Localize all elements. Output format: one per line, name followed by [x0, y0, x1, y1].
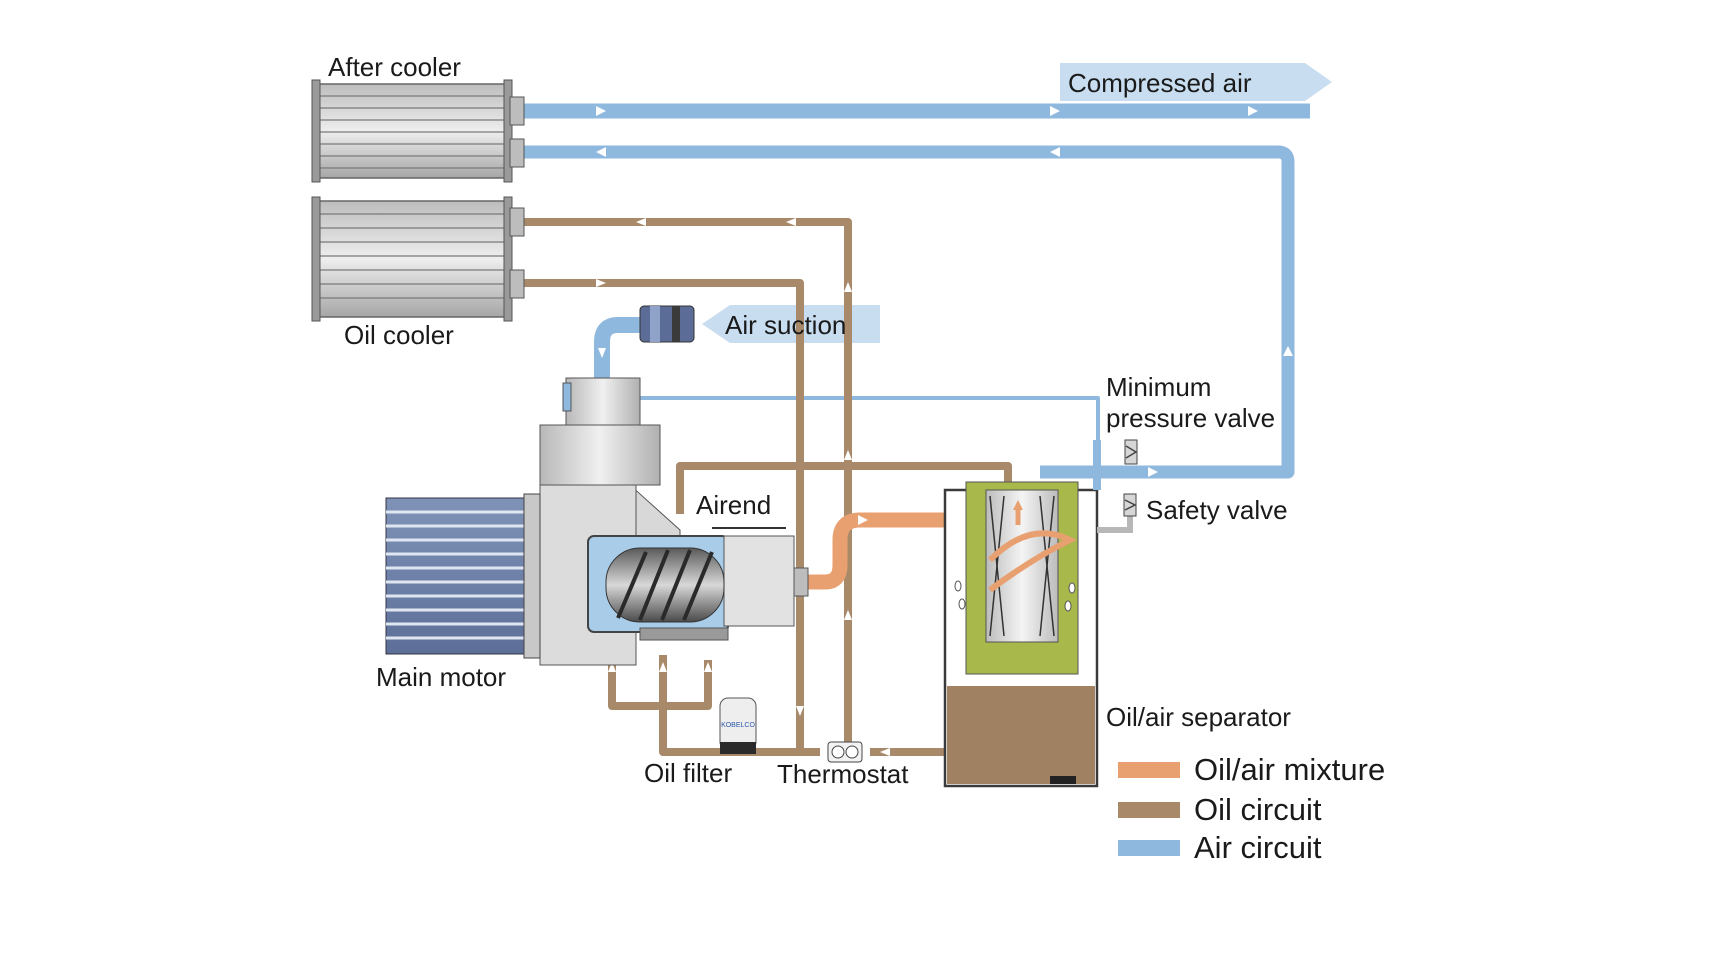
legend-swatch-oil	[1118, 802, 1180, 818]
oil-flow-markers	[596, 218, 890, 756]
airend-oil-feed-right	[663, 660, 712, 710]
separator-tank-icon	[943, 440, 1101, 788]
air-suction-arrow	[702, 305, 880, 343]
separator-top-oil-line	[676, 462, 1012, 514]
air-suction-label: Air suction	[725, 310, 846, 340]
legend-swatch-air	[1118, 840, 1180, 856]
legend-label-mixture: Oil/air mixture	[1194, 752, 1385, 787]
oil-circuit-lines	[518, 218, 1012, 756]
separator-to-aftercooler-pipe	[518, 145, 1295, 479]
compressed-air-arrow	[1060, 63, 1332, 101]
minimum-pressure-valve-label-2: pressure valve	[1106, 403, 1275, 433]
thermostat-icon	[827, 741, 863, 763]
after-cooler-label: After cooler	[328, 52, 461, 82]
oil-air-mixture-pipe	[808, 512, 948, 590]
thermostat-label: Thermostat	[777, 759, 909, 789]
filter-brand: KOBELCO	[721, 722, 755, 729]
legend-swatch-mixture	[1118, 762, 1180, 778]
airend-label: Airend	[696, 490, 771, 520]
oil-cooler-icon	[311, 196, 525, 322]
minimum-pressure-valve-label-1: Minimum	[1106, 372, 1211, 402]
screw-rotor	[605, 547, 725, 623]
mixture-flow-marker	[858, 515, 868, 525]
oil-air-separator-label: Oil/air separator	[1106, 702, 1291, 732]
main-motor-icon	[385, 493, 541, 659]
oil-cooler-label: Oil cooler	[344, 320, 454, 350]
main-motor-label: Main motor	[376, 662, 506, 692]
air-filter-icon	[594, 305, 695, 378]
oil-cooler-return-pipe	[518, 218, 852, 752]
oil-filter-label: Oil filter	[644, 758, 732, 788]
safety-valve-icon	[1097, 493, 1137, 533]
control-air-line	[640, 396, 1100, 468]
safety-valve-label: Safety valve	[1146, 495, 1288, 525]
after-cooler-icon	[311, 79, 525, 183]
legend-label-oil: Oil circuit	[1194, 792, 1322, 827]
compressor-airend-icon	[539, 377, 809, 666]
compressed-air-label: Compressed air	[1068, 68, 1252, 98]
minimum-pressure-valve-icon	[1124, 439, 1138, 465]
legend: Oil/air mixture Oil circuit Air circuit	[1118, 752, 1385, 865]
air-flow-markers	[596, 106, 1293, 477]
oil-filter-icon: KOBELCO	[719, 697, 757, 754]
legend-label-air: Air circuit	[1194, 830, 1322, 865]
